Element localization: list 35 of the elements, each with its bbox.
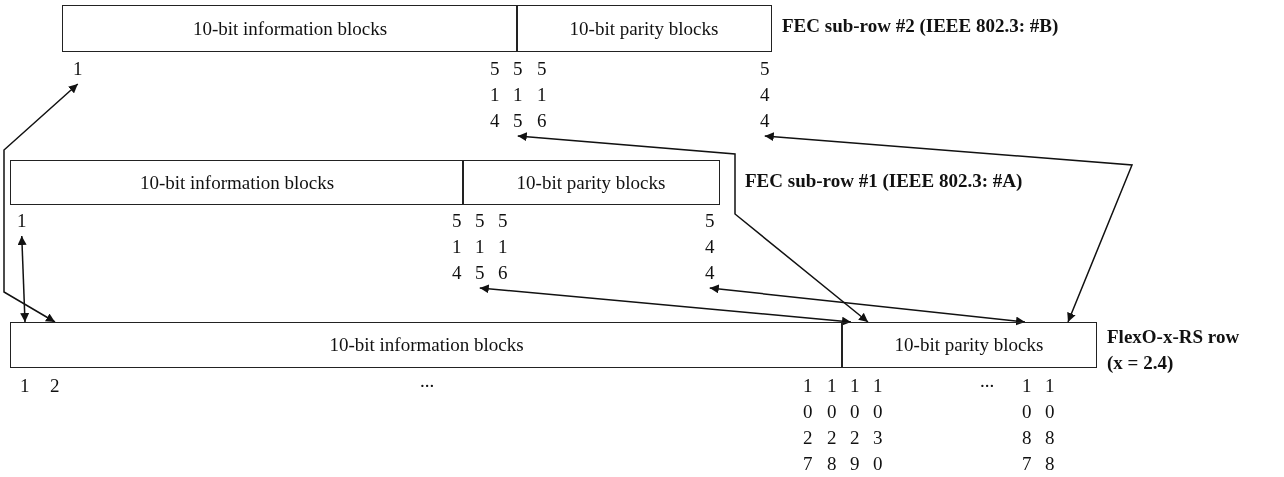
index-number: 544 (760, 56, 770, 134)
double-arrow (3, 83, 79, 323)
index-number: 515 (513, 56, 523, 134)
index-number: 1028 (827, 374, 837, 476)
index-number: 514 (452, 209, 462, 285)
data-block: 10-bit information blocks (10, 322, 843, 368)
ellipsis: ... (980, 369, 995, 393)
double-arrow (709, 284, 1026, 326)
index-number: 2 (50, 374, 60, 398)
index-number: 1 (17, 208, 27, 234)
ellipsis: ... (420, 369, 435, 393)
index-number: 1 (73, 56, 83, 82)
index-number: 1087 (1022, 374, 1032, 476)
index-number: 1030 (873, 374, 883, 476)
index-number: 1 (20, 374, 30, 398)
row-title: FEC sub-row #2 (IEEE 802.3: #B) (782, 15, 1059, 37)
index-number: 1027 (803, 374, 813, 476)
data-block: 10-bit parity blocks (516, 5, 772, 52)
index-number: 1088 (1045, 374, 1055, 476)
index-number: 516 (537, 57, 547, 133)
row-title: FlexO-x-RS row (x = 2.4) (1107, 325, 1241, 375)
index-number: 515 (475, 208, 485, 286)
double-arrow (17, 235, 30, 323)
row-title: FEC sub-row #1 (IEEE 802.3: #A) (745, 170, 1023, 192)
data-block: 10-bit parity blocks (841, 322, 1097, 368)
data-block: 10-bit parity blocks (462, 160, 720, 205)
data-block: 10-bit information blocks (10, 160, 464, 205)
index-number: 1029 (850, 374, 860, 476)
index-number: 544 (705, 208, 715, 286)
index-number: 516 (498, 209, 508, 285)
double-arrow (517, 132, 869, 323)
double-arrow (479, 284, 852, 326)
index-number: 514 (490, 57, 500, 133)
double-arrow (764, 132, 1134, 323)
data-block: 10-bit information blocks (62, 5, 518, 52)
